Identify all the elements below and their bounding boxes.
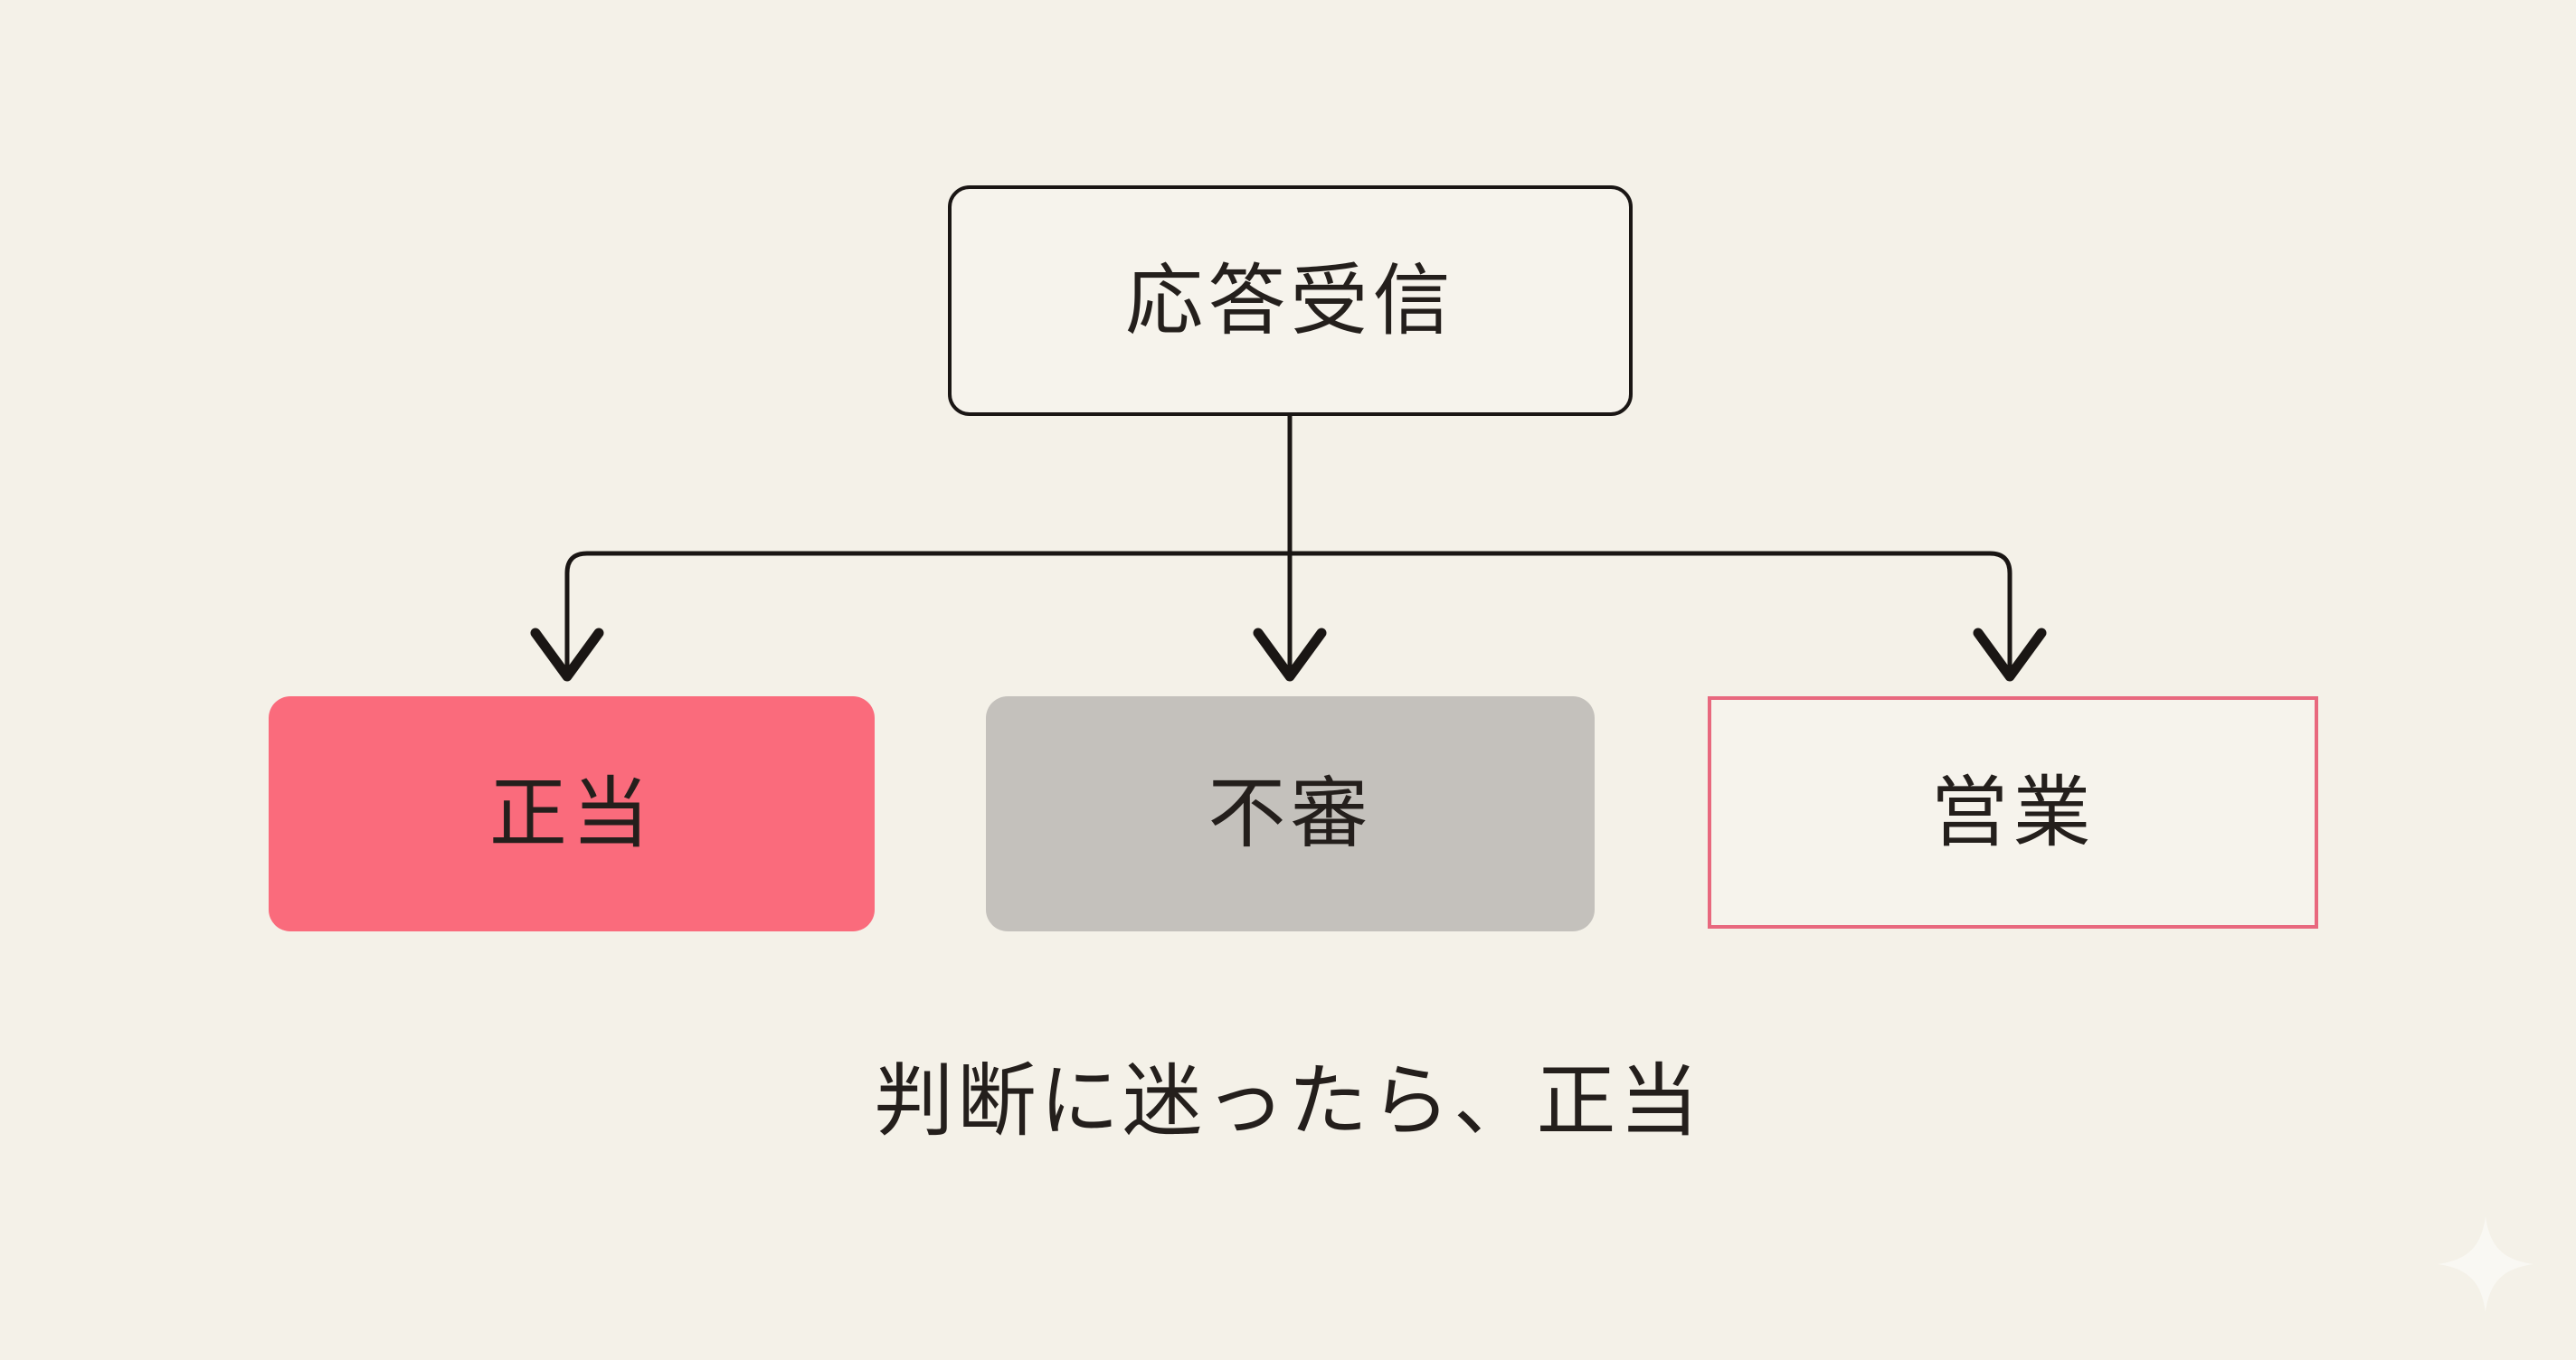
connector-bus-right: [1290, 551, 2012, 633]
node-response-received[interactable]: 応答受信: [948, 185, 1633, 416]
diagram-caption: 判断に迷ったら、正当: [0, 1059, 2576, 1148]
arrowhead-sales: [1973, 628, 2047, 682]
caption-text: 判断に迷ったら、正当: [874, 1059, 1702, 1147]
node-sales-label: 営業: [1930, 769, 2096, 856]
connector-bus-left: [564, 551, 1290, 633]
node-sales-solicitation[interactable]: 営業: [1708, 696, 2318, 929]
arrowhead-legit: [530, 628, 604, 682]
node-root-label: 応答受信: [1125, 257, 1455, 345]
sparkle-icon: [2438, 1216, 2533, 1312]
node-legitimate[interactable]: 正当: [269, 696, 875, 931]
node-suspicious[interactable]: 不審: [986, 696, 1595, 931]
arrowhead-suspicious: [1253, 628, 1327, 682]
node-suspicious-label: 不審: [1208, 770, 1373, 857]
node-legitimate-label: 正当: [488, 770, 655, 857]
